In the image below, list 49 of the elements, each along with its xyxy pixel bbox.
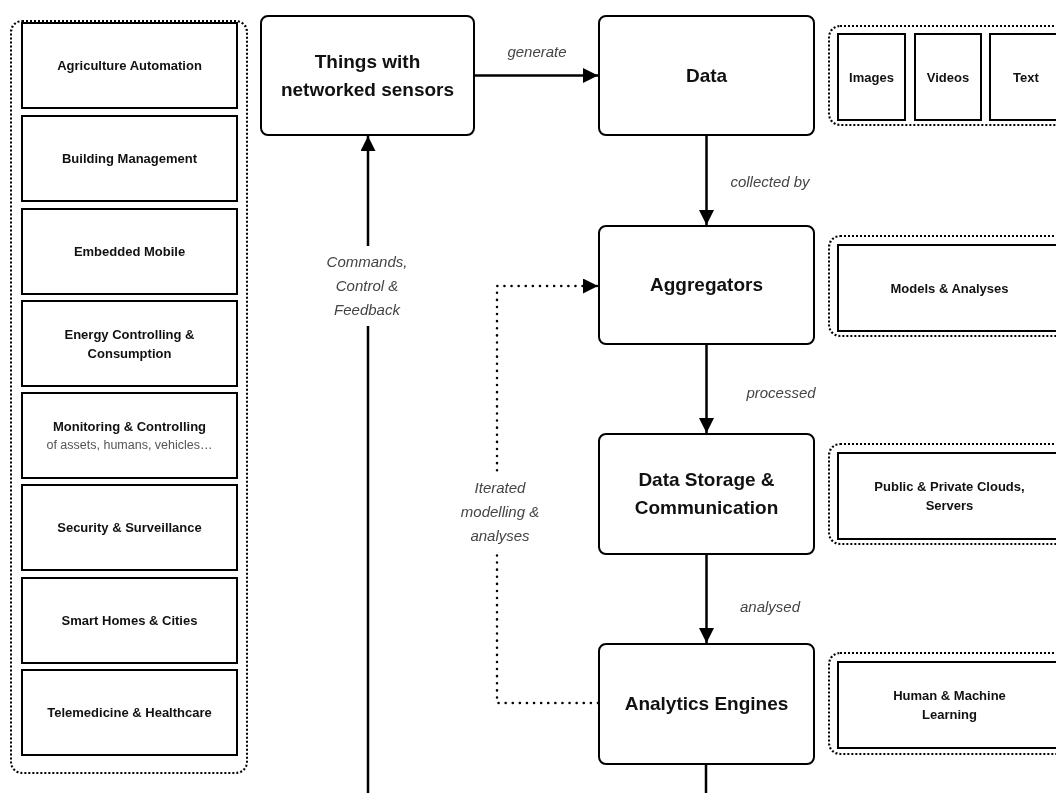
node-title: Data — [685, 63, 728, 88]
process-box — [598, 433, 815, 555]
node-title: Building Management — [61, 150, 198, 168]
node-title: Security & Surveillance — [57, 519, 202, 537]
process-box — [598, 643, 815, 765]
node-subtitle: of assets, humans, vehicles… — [46, 437, 213, 454]
arrow — [699, 136, 714, 225]
arrow — [699, 555, 714, 643]
node-title: Analytics Engines — [624, 692, 789, 716]
node-title: Public & Private Clouds, Servers — [873, 478, 1026, 515]
node-title: Videos — [926, 68, 970, 87]
node-title: Human & Machine Learning — [892, 687, 1007, 724]
process-box — [598, 15, 815, 136]
category-box — [837, 661, 1056, 749]
process-box — [260, 15, 475, 136]
dotted-group-frame — [828, 652, 1056, 755]
node-title: Models & Analyses — [890, 279, 1009, 298]
node-title: Energy Controlling & Consumption — [63, 325, 196, 363]
category-box — [21, 300, 238, 387]
node-title: Things with networked sensors — [279, 49, 456, 102]
category-box — [21, 392, 238, 479]
category-box — [21, 669, 238, 756]
node-title: Aggregators — [650, 273, 763, 297]
arrow — [699, 345, 714, 433]
category-box — [21, 577, 238, 664]
node-title: Embedded Mobile — [73, 243, 186, 261]
dotted-group-frame — [828, 443, 1056, 545]
node-title: Telemedicine & Healthcare — [47, 704, 212, 722]
category-box — [837, 244, 1056, 332]
dotted-group-frame — [828, 25, 1056, 126]
category-box — [837, 452, 1056, 540]
category-box — [21, 484, 238, 571]
category-box — [21, 115, 238, 202]
node-title: Images — [849, 68, 894, 87]
process-box — [598, 225, 815, 345]
node-title: Smart Homes & Cities — [61, 612, 198, 630]
dotted-group-frame — [828, 235, 1056, 337]
node-title: Text — [1013, 68, 1039, 87]
node-title: Data Storage & Communication — [633, 468, 780, 520]
category-box — [837, 33, 906, 121]
category-box — [21, 208, 238, 295]
dotted-arrow — [495, 278, 600, 705]
category-box — [914, 33, 982, 121]
node-title: Monitoring & Controlling — [52, 418, 207, 436]
category-box — [989, 33, 1056, 121]
category-box — [21, 22, 238, 109]
node-title: Agriculture Automation — [57, 57, 202, 75]
arrow — [475, 68, 598, 83]
dotted-group-frame — [10, 20, 248, 774]
